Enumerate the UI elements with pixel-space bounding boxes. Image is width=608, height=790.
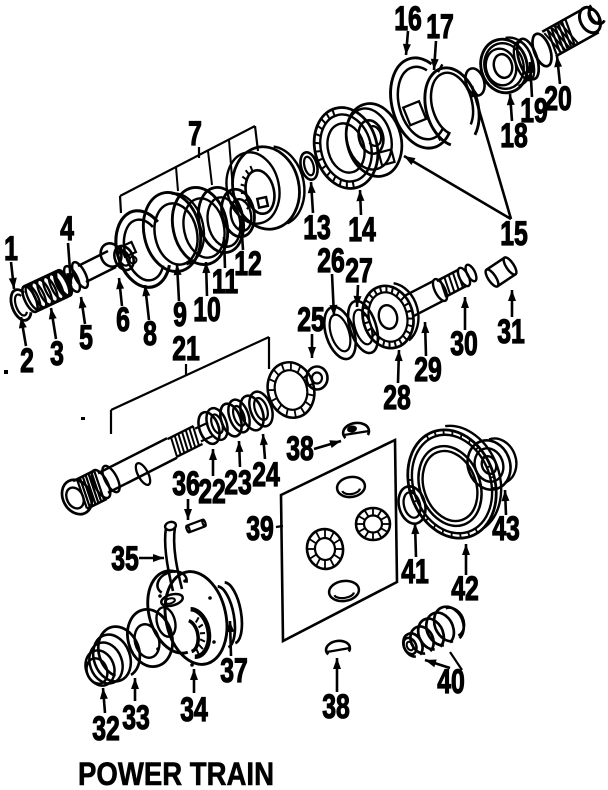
svg-text:43: 43: [492, 510, 520, 548]
svg-text:25: 25: [297, 301, 325, 339]
svg-text:7: 7: [188, 115, 202, 153]
svg-text:20: 20: [544, 80, 572, 118]
svg-text:3: 3: [50, 335, 64, 373]
svg-text:31: 31: [497, 313, 525, 351]
svg-text:27: 27: [345, 252, 373, 290]
svg-text:38: 38: [322, 688, 350, 726]
svg-text:29: 29: [414, 351, 442, 389]
svg-text:28: 28: [383, 379, 411, 417]
svg-text:36: 36: [172, 465, 200, 503]
svg-text:16: 16: [394, 0, 422, 38]
svg-text:17: 17: [426, 8, 454, 46]
svg-text:21: 21: [172, 330, 200, 368]
svg-text:23: 23: [224, 464, 252, 502]
svg-text:6: 6: [116, 301, 130, 339]
svg-text:2: 2: [20, 342, 34, 380]
svg-text:39: 39: [246, 510, 274, 548]
svg-text:15: 15: [500, 215, 528, 253]
svg-text:11: 11: [212, 263, 238, 301]
svg-text:POWER TRAIN: POWER TRAIN: [78, 756, 274, 790]
svg-text:12: 12: [234, 245, 262, 283]
svg-text:37: 37: [220, 652, 248, 690]
svg-text:41: 41: [401, 553, 429, 591]
svg-text:8: 8: [143, 315, 157, 353]
svg-text:18: 18: [500, 117, 528, 155]
svg-text:34: 34: [180, 691, 208, 729]
svg-text:26: 26: [317, 242, 345, 280]
svg-text:10: 10: [193, 291, 221, 329]
svg-text:32: 32: [92, 710, 120, 748]
svg-text:13: 13: [303, 209, 331, 247]
svg-text:14: 14: [348, 211, 376, 249]
svg-text:24: 24: [252, 456, 280, 494]
svg-text:5: 5: [79, 319, 93, 357]
svg-text:40: 40: [437, 663, 465, 701]
svg-text:19: 19: [520, 92, 548, 130]
svg-text:30: 30: [450, 325, 478, 363]
svg-text:4: 4: [60, 210, 74, 248]
svg-text:22: 22: [198, 473, 226, 511]
svg-text:38: 38: [286, 430, 314, 468]
svg-text:33: 33: [122, 699, 150, 737]
svg-text:1: 1: [4, 230, 18, 268]
svg-text:35: 35: [111, 540, 139, 578]
svg-text:9: 9: [173, 296, 187, 334]
svg-text:42: 42: [451, 570, 479, 608]
